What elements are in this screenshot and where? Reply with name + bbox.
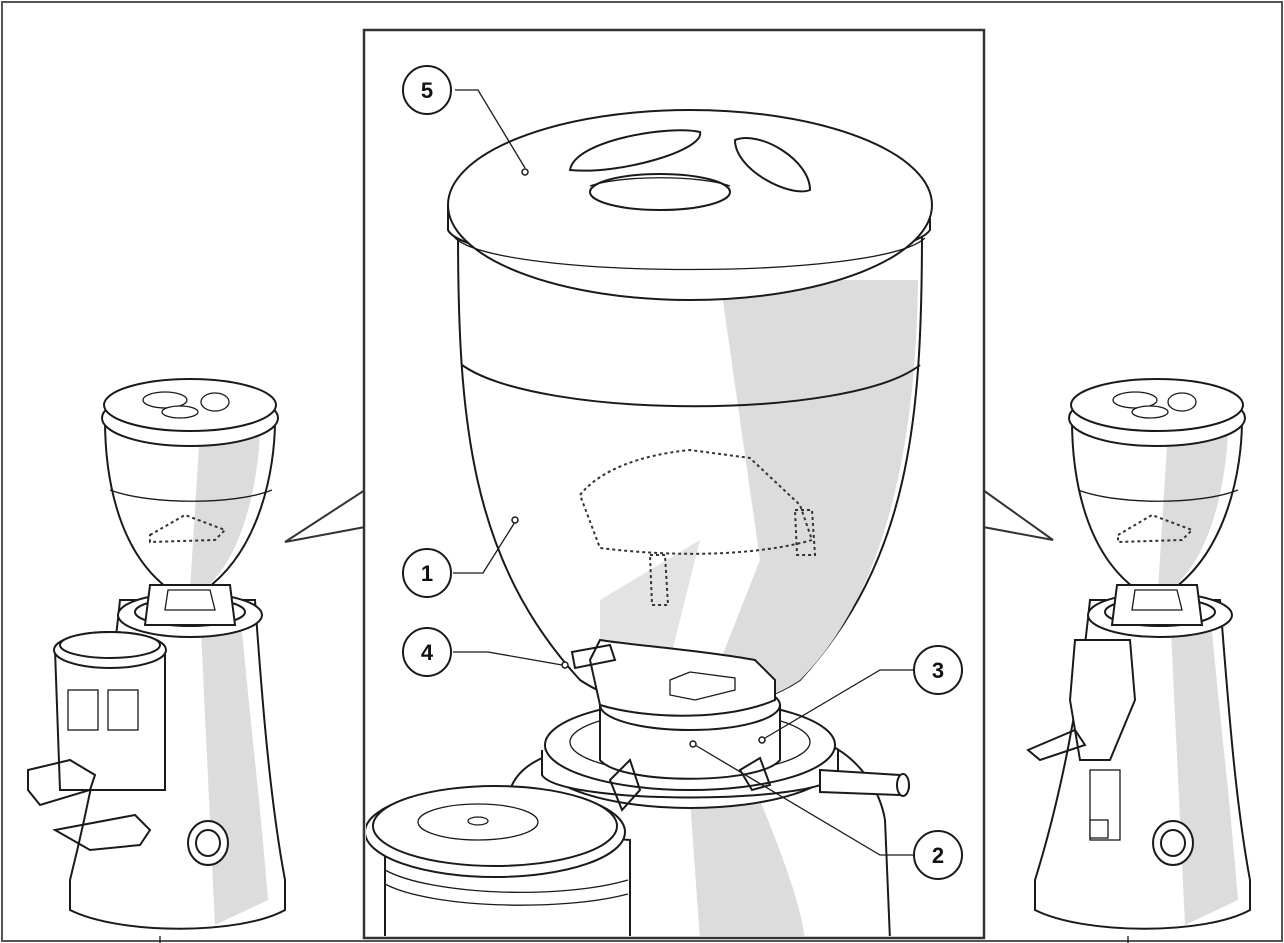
leader-dot <box>511 516 519 524</box>
callout-3: 3 <box>758 645 963 744</box>
right-grinder-illustration <box>1026 378 1251 943</box>
callout-label: 2 <box>932 843 944 868</box>
callout-1: 1 <box>402 516 519 598</box>
left-grinder-illustration <box>27 378 286 943</box>
callout-label: 5 <box>421 78 433 103</box>
leader-dot <box>561 661 569 669</box>
leader-dot <box>521 168 529 176</box>
callout-2: 2 <box>689 740 963 880</box>
leader-dot <box>689 740 697 748</box>
callout-5: 5 <box>402 65 529 176</box>
callout-label: 1 <box>421 561 433 586</box>
leader-dot <box>758 736 766 744</box>
callout-label: 4 <box>421 640 434 665</box>
callout-4: 4 <box>402 627 569 677</box>
enlarged-hopper-detail <box>366 109 933 936</box>
callout-label: 3 <box>932 658 944 683</box>
